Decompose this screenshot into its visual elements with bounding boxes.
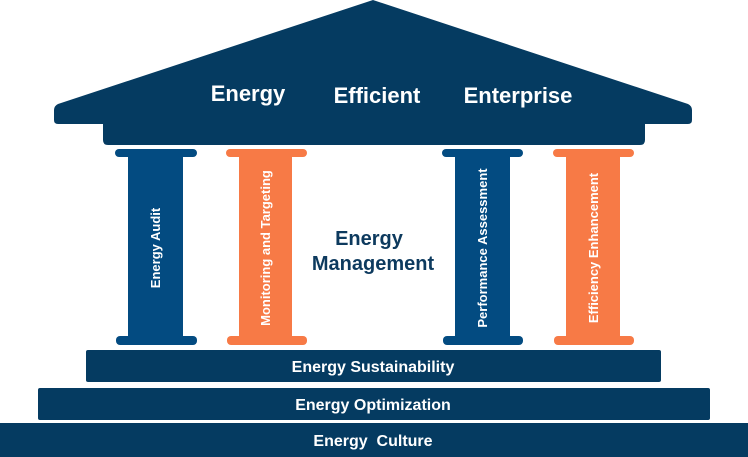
- center-title-line1: Energy: [335, 228, 404, 250]
- pillar-monitoring-targeting: Monitoring and Targeting: [226, 149, 307, 345]
- pillar-label: Energy Audit: [148, 207, 163, 288]
- step-label: Energy Culture: [313, 433, 432, 450]
- roof-word-2: Efficient: [334, 83, 421, 108]
- roof-word-1: Energy: [211, 81, 286, 106]
- step-optimization: Energy Optimization: [38, 388, 710, 420]
- step-label: Energy Optimization: [295, 397, 451, 414]
- step-sustainability: Energy Sustainability: [86, 350, 661, 382]
- pillar-efficiency-enhancement: Efficiency Enhancement: [553, 149, 634, 345]
- pillar-label: Monitoring and Targeting: [258, 170, 273, 326]
- pillar-label: Performance Assessment: [475, 168, 490, 328]
- pillar-energy-audit: Energy Audit: [115, 149, 197, 345]
- center-title-line2: Management: [312, 253, 435, 275]
- roof: Energy Efficient Enterprise: [54, 0, 692, 145]
- roof-word-3: Enterprise: [464, 83, 573, 108]
- step-label: Energy Sustainability: [292, 359, 455, 376]
- pillar-label: Efficiency Enhancement: [586, 172, 601, 323]
- step-culture: Energy Culture: [0, 423, 748, 457]
- center-title: Energy Management: [312, 228, 435, 275]
- pillar-performance-assessment: Performance Assessment: [442, 149, 523, 345]
